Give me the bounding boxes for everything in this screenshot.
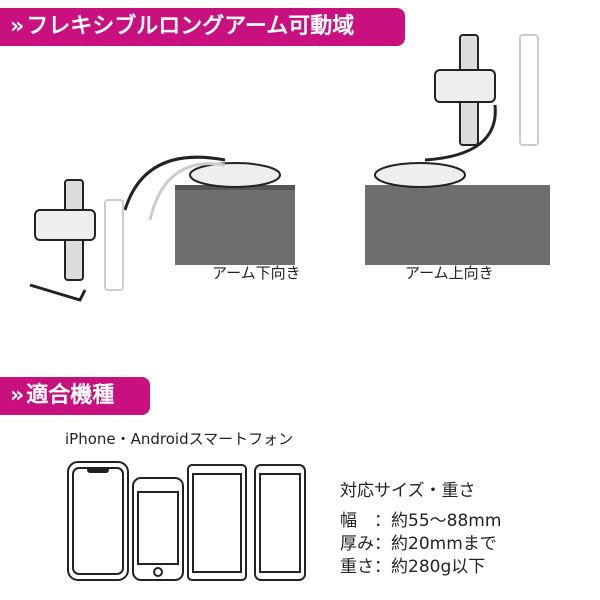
spec-value: 約55〜88mm: [391, 511, 502, 531]
section-title: フレキシブルロングアーム可動域: [26, 14, 355, 39]
section-banner-compatible: »適合機種: [0, 377, 150, 415]
compatible-devices: iPhone・Androidスマートフォン: [65, 430, 294, 448]
spec-label: 幅 ：: [340, 511, 391, 531]
spec-label: 重さ：: [340, 557, 391, 577]
spec-label: 厚み：: [340, 534, 391, 554]
flexible-arm: [123, 155, 226, 211]
spec-thickness: 厚み：約20mmまで: [340, 533, 497, 555]
suction-cup: [189, 162, 281, 188]
arm-up-illustration: [365, 34, 550, 265]
phone-iphone-8: [132, 477, 184, 581]
phone-android-small: [254, 464, 306, 581]
section-title: 適合機種: [26, 383, 115, 408]
suction-cup: [374, 162, 466, 188]
section-banner-arm-range: »フレキシブルロングアーム可動域: [0, 8, 405, 46]
flexible-arm: [424, 104, 497, 162]
double-chevron-right-icon: »: [10, 14, 24, 39]
arm-down-illustration: [29, 155, 295, 302]
arm-up-label: アーム上向き: [405, 264, 494, 282]
desk-edge: [175, 185, 295, 265]
double-chevron-right-icon: »: [10, 383, 24, 408]
desk-edge: [365, 185, 550, 265]
phone-android-large: [187, 464, 247, 581]
spec-weight: 重さ：約280g以下: [340, 556, 485, 578]
spec-value: 約20mmまで: [391, 534, 497, 554]
phone-iphone-x: [67, 461, 129, 581]
spec-value: 約280g以下: [391, 557, 486, 577]
arm-down-label: アーム下向き: [212, 264, 301, 282]
phone-silhouettes: [67, 461, 306, 581]
spec-title: 対応サイズ・重さ: [340, 481, 476, 501]
spec-width: 幅 ：約55〜88mm: [340, 510, 501, 532]
